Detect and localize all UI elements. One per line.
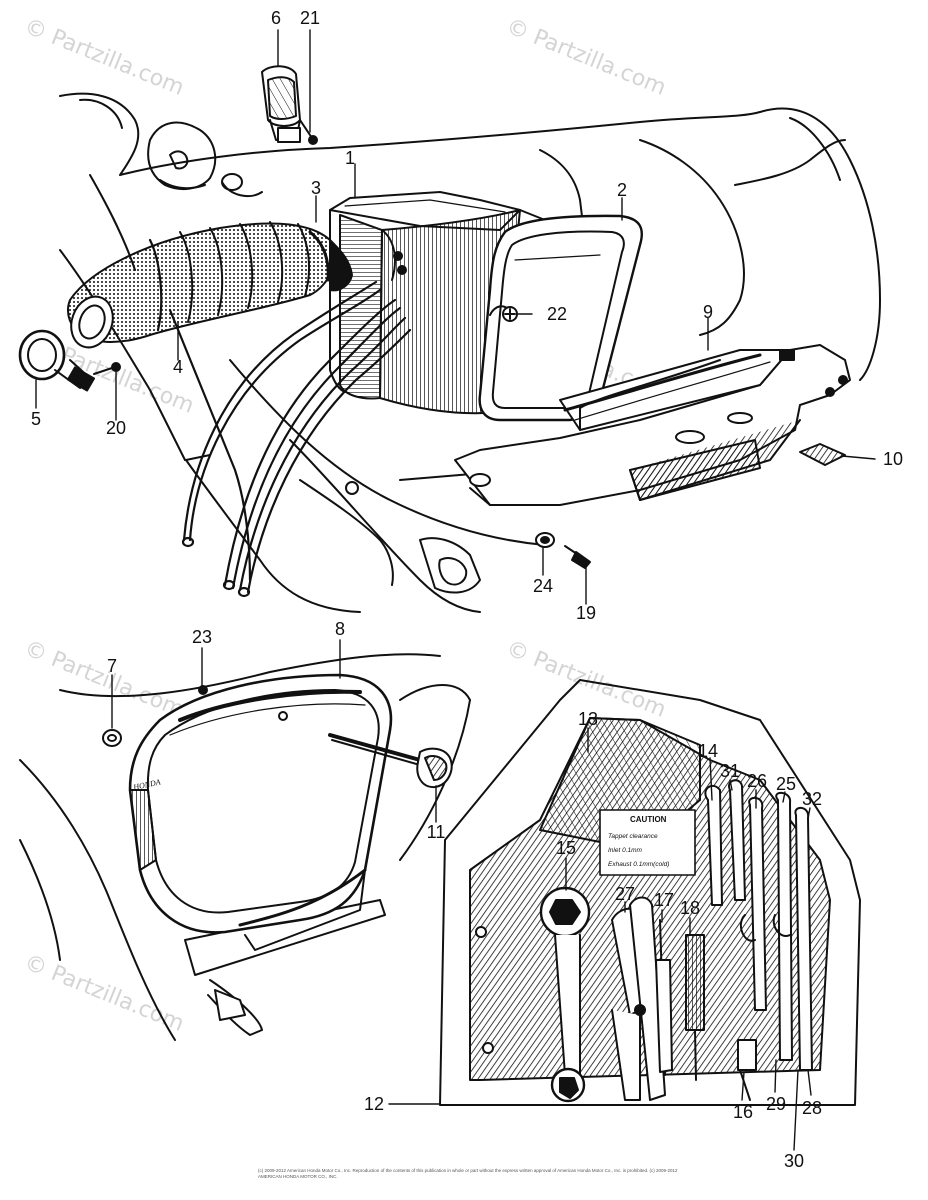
callout-32: 32 xyxy=(801,789,823,809)
clip-10 xyxy=(799,443,846,466)
frame-outline xyxy=(59,92,881,613)
grommet-7 xyxy=(102,729,122,747)
callout-13: 13 xyxy=(577,709,599,729)
svg-text:Exhaust 0.1mm(cold): Exhaust 0.1mm(cold) xyxy=(608,861,669,868)
callout-1: 1 xyxy=(344,148,356,168)
callout-14: 14 xyxy=(697,741,719,761)
strap-clamp xyxy=(261,65,301,143)
screw-22 xyxy=(502,306,518,322)
callout-27: 27 xyxy=(614,884,636,904)
svg-text:CAUTION: CAUTION xyxy=(630,815,667,824)
intake-hose xyxy=(66,221,353,349)
callout-28: 28 xyxy=(801,1098,823,1118)
pliers xyxy=(611,896,666,1101)
callout-4: 4 xyxy=(172,357,184,377)
callout-6: 6 xyxy=(270,8,282,28)
callout-15: 15 xyxy=(555,838,577,858)
grommet-23 xyxy=(198,685,208,695)
callout-30: 30 xyxy=(783,1151,805,1171)
nut-24 xyxy=(535,532,555,548)
callout-18: 18 xyxy=(679,898,701,918)
callout-24: 24 xyxy=(532,576,554,596)
svg-text:Inlet 0.1mm: Inlet 0.1mm xyxy=(608,847,643,854)
callout-5: 5 xyxy=(30,409,42,429)
callout-29: 29 xyxy=(765,1094,787,1114)
callout-10: 10 xyxy=(882,449,904,469)
hose-clamp-top xyxy=(221,173,263,198)
callout-17: 17 xyxy=(653,890,675,910)
callout-7: 7 xyxy=(106,656,118,676)
hose-clamp-5 xyxy=(18,329,96,392)
cover-knob xyxy=(328,733,453,789)
screwdriver-18 xyxy=(685,934,705,1081)
callout-11: 11 xyxy=(426,822,446,842)
box-wrench xyxy=(539,886,591,1103)
callout-21: 21 xyxy=(299,8,321,28)
wrench-set xyxy=(704,779,813,1101)
callout-2: 2 xyxy=(616,180,628,200)
leader-lines xyxy=(35,29,876,1151)
copyright-notice: (c) 2009-2012 American Honda Motor Co., … xyxy=(258,1168,678,1179)
callout-9: 9 xyxy=(702,302,714,322)
air-cleaner-case-bracket xyxy=(454,344,851,506)
screwdriver-17 xyxy=(655,919,673,1076)
bolt-20 xyxy=(93,362,121,375)
callout-8: 8 xyxy=(334,619,346,639)
callout-25: 25 xyxy=(775,774,797,794)
callout-3: 3 xyxy=(310,178,322,198)
svg-text:Tappet clearance: Tappet clearance xyxy=(608,833,658,840)
callout-19: 19 xyxy=(575,603,597,623)
callout-12: 12 xyxy=(363,1094,385,1114)
bolt-21 xyxy=(299,119,318,145)
callout-26: 26 xyxy=(746,771,768,791)
callout-23: 23 xyxy=(191,627,213,647)
callout-16: 16 xyxy=(732,1102,754,1122)
callout-22: 22 xyxy=(546,304,568,324)
callout-20: 20 xyxy=(105,418,127,438)
callout-31: 31 xyxy=(719,761,741,781)
side-cover: HONDA xyxy=(128,673,393,951)
breather-tubes xyxy=(168,280,412,598)
